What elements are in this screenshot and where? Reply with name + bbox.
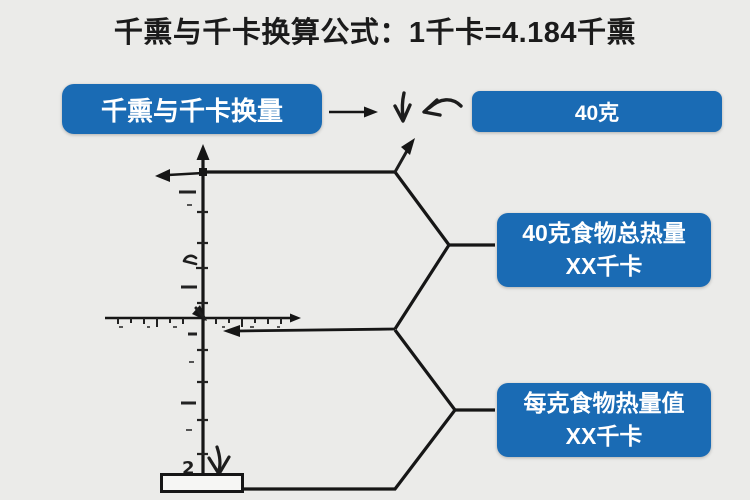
per-gram-line2: XX千卡: [565, 423, 643, 449]
arrow-start-to-cluster: [329, 106, 378, 118]
empty-value-rect: [160, 473, 244, 493]
per-gram-line1: 每克食物热量值: [523, 389, 685, 416]
total-calories-line1: 40克食物总热量: [522, 219, 686, 246]
total-calories-line2: XX千卡: [565, 253, 643, 279]
per-gram-box: 每克食物热量值 XX千卡: [497, 383, 711, 457]
bracket-upper: [203, 170, 495, 330]
arrow-axis-top-left: [155, 169, 204, 182]
handdrawn-down-arrow: [393, 91, 412, 123]
origin-arrowhead: [192, 305, 207, 321]
axis-vertical-ticks: [179, 190, 208, 456]
handdrawn-bottom-down-arrow: [207, 445, 231, 476]
page-title: 千熏与千卡换算公式：1千卡=4.184千熏: [113, 17, 637, 49]
arrow-mid-left: [223, 325, 396, 337]
weight-box: 40克: [472, 91, 722, 132]
scribble-hook: [182, 254, 198, 266]
total-calories-box: 40克食物总热量 XX千卡: [497, 213, 711, 287]
start-box-label: 千熏与千卡换量: [100, 95, 283, 126]
start-box: 千熏与千卡换量: [62, 84, 322, 134]
arrow-vertex-up-right: [393, 138, 415, 174]
bracket-lower: [244, 329, 495, 491]
axis-horizontal: [105, 313, 301, 328]
weight-box-label: 40克: [574, 101, 620, 125]
handdrawn-curved-arrow: [422, 98, 463, 117]
